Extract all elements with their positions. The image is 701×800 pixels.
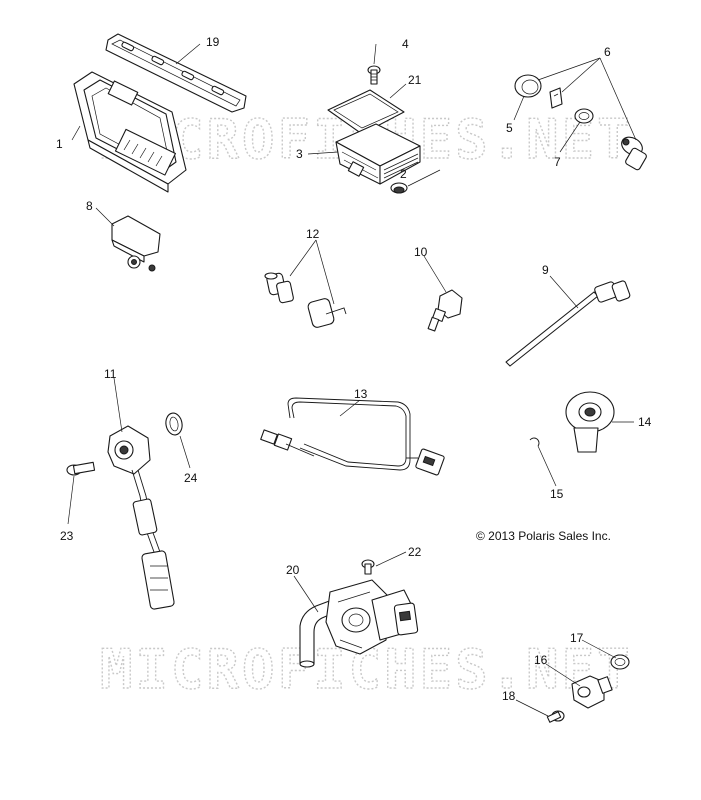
part-cap-5[interactable] xyxy=(514,74,542,98)
part-clip-15[interactable] xyxy=(529,437,540,447)
part-control-module[interactable] xyxy=(335,123,421,185)
part-wire-harness[interactable] xyxy=(260,397,445,476)
callout-23: 23 xyxy=(60,529,74,543)
callout-20: 20 xyxy=(286,563,300,577)
part-screw-4[interactable] xyxy=(367,65,381,85)
callout-3: 3 xyxy=(296,147,303,161)
leader-lines xyxy=(67,43,637,717)
part-cover-plate[interactable] xyxy=(327,89,405,135)
part-oring-17[interactable] xyxy=(610,654,630,670)
callout-15: 15 xyxy=(550,487,564,501)
part-oring-24[interactable] xyxy=(164,412,184,436)
callout-21: 21 xyxy=(408,73,422,87)
callout-17: 17 xyxy=(570,631,584,645)
part-valve-assembly[interactable] xyxy=(299,579,419,668)
part-position-sensor[interactable] xyxy=(107,425,175,610)
callout-13: 13 xyxy=(354,387,368,401)
part-oring-7[interactable] xyxy=(574,108,594,124)
callout-4: 4 xyxy=(402,37,409,51)
part-ecu-bracket[interactable] xyxy=(105,33,247,113)
part-screw-22[interactable] xyxy=(361,559,375,575)
part-bolt-18[interactable] xyxy=(546,710,565,723)
part-knock-sensor[interactable] xyxy=(565,391,615,453)
part-map-sensor[interactable] xyxy=(111,215,161,272)
callout-18: 18 xyxy=(502,689,516,703)
part-sensor-rod[interactable] xyxy=(505,280,631,367)
part-sensor-16[interactable] xyxy=(571,675,613,709)
callout-11: 11 xyxy=(104,367,117,381)
callout-labels: 1 2 3 4 5 6 7 8 9 10 11 12 13 14 15 16 1… xyxy=(56,35,652,703)
callout-8: 8 xyxy=(86,199,93,213)
callout-6: 6 xyxy=(604,45,611,59)
callout-14: 14 xyxy=(638,415,652,429)
callout-5: 5 xyxy=(506,121,513,135)
callout-2: 2 xyxy=(400,167,407,181)
part-temp-sensor[interactable] xyxy=(427,289,463,332)
callout-22: 22 xyxy=(408,545,422,559)
part-grommet-2[interactable] xyxy=(390,182,408,194)
callout-10: 10 xyxy=(414,245,428,259)
callout-16: 16 xyxy=(534,653,548,667)
part-plug-12a[interactable] xyxy=(264,272,294,304)
callout-9: 9 xyxy=(542,263,549,277)
copyright-notice: © 2013 Polaris Sales Inc. xyxy=(476,529,611,543)
part-sensor-6[interactable] xyxy=(618,134,647,171)
callout-24: 24 xyxy=(184,471,198,485)
callout-19: 19 xyxy=(206,35,220,49)
part-bolt-23[interactable] xyxy=(66,461,96,476)
part-ecu-module[interactable] xyxy=(73,71,187,193)
callout-1: 1 xyxy=(56,137,63,151)
part-plug-12b[interactable] xyxy=(307,298,347,329)
callout-7: 7 xyxy=(554,155,561,169)
part-clip-6[interactable] xyxy=(549,87,563,109)
callout-12: 12 xyxy=(306,227,320,241)
